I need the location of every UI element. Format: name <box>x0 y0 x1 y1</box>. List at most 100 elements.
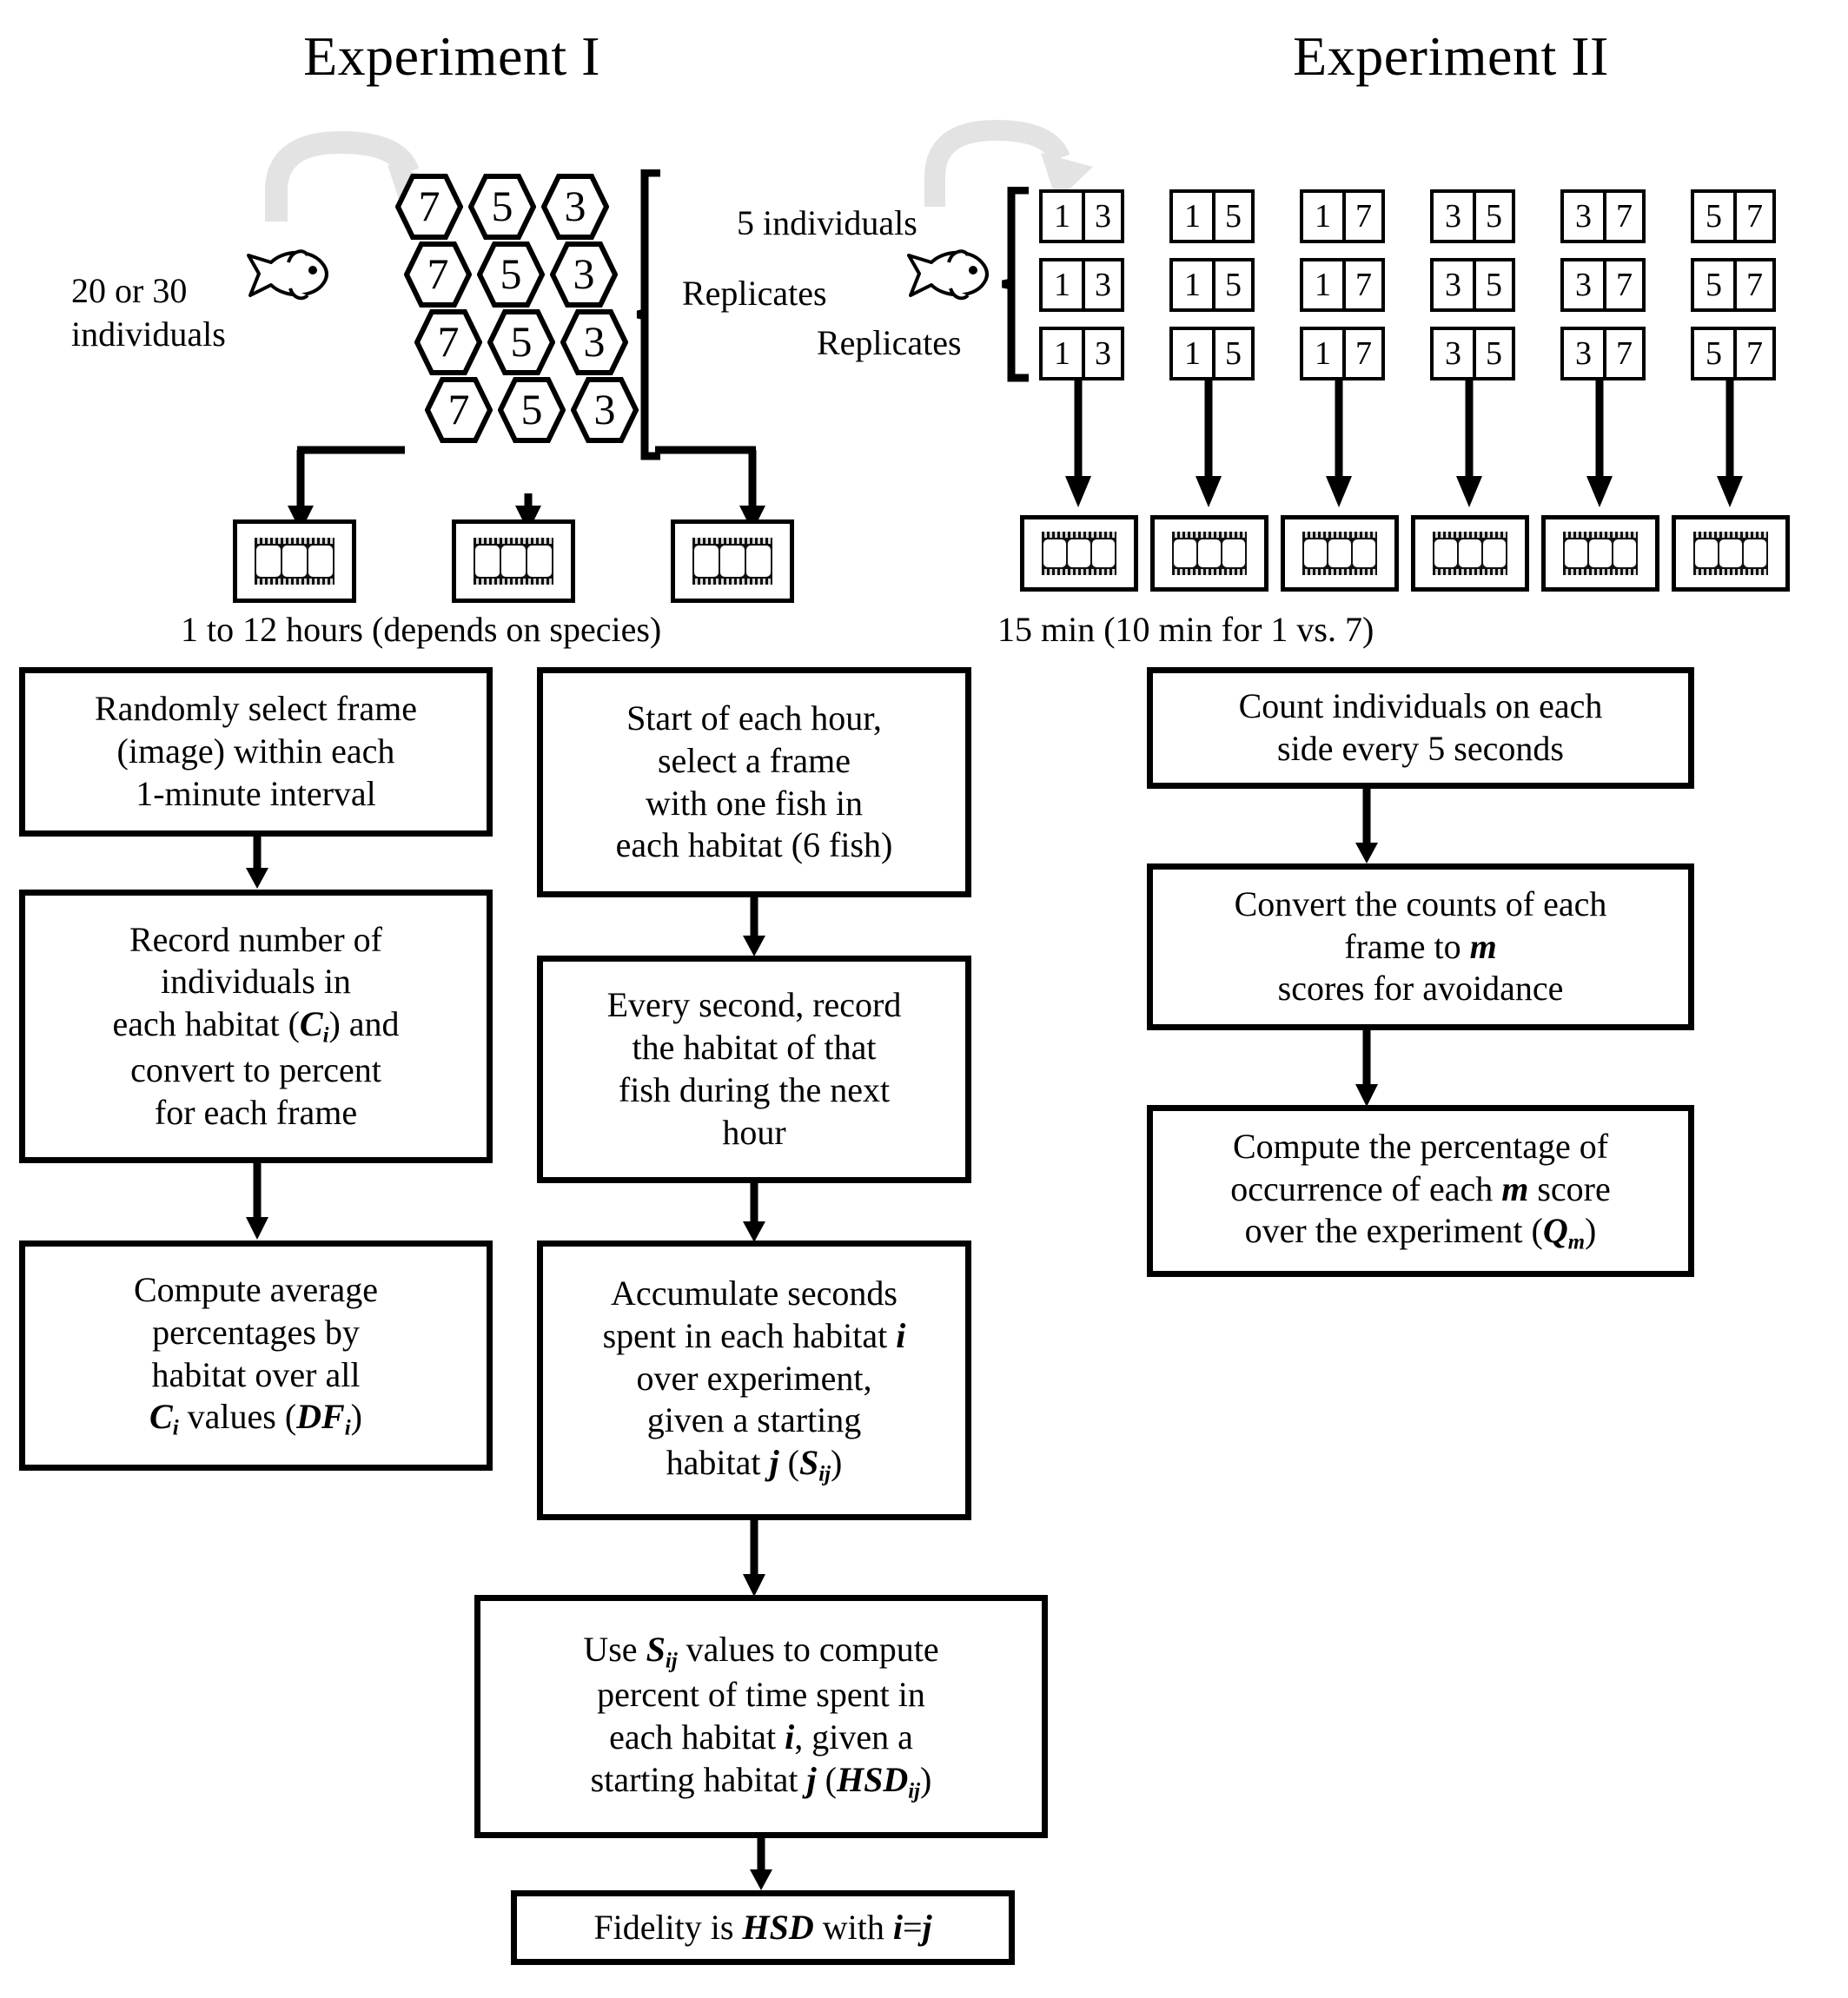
hexagon-cell[interactable]: 5 <box>468 174 536 240</box>
pair-cell: 7 <box>1342 330 1381 377</box>
pair-box[interactable]: 3 7 <box>1560 258 1646 312</box>
hexagon-cell[interactable]: 3 <box>560 309 628 375</box>
pair-box[interactable]: 3 5 <box>1430 258 1515 312</box>
exp2-recording-box[interactable] <box>1150 515 1268 592</box>
hexagon-cell[interactable]: 7 <box>414 309 482 375</box>
pair-box[interactable]: 1 3 <box>1039 258 1124 312</box>
pair-cell: 3 <box>1082 330 1121 377</box>
hexagon-value: 3 <box>593 385 616 433</box>
pair-cell: 1 <box>1054 198 1070 235</box>
film-strip-icon <box>474 538 553 585</box>
exp2-recording-box[interactable] <box>1672 515 1790 592</box>
hexagon-value: 5 <box>510 317 533 366</box>
flow-left-box-3-text: Compute average percentages by habitat o… <box>134 1269 378 1440</box>
flow-left-box-1[interactable]: Randomly select frame (image) within eac… <box>19 667 493 837</box>
exp1-source-line1: 20 or 30 <box>71 271 188 310</box>
exp2-duration-label: 15 min (10 min for 1 vs. 7) <box>997 610 1374 649</box>
hexagon-cell[interactable]: 3 <box>541 174 609 240</box>
exp1-distribution-connectors <box>130 400 825 539</box>
film-strip-icon <box>1433 532 1507 575</box>
flow-left-box-2[interactable]: Record number of individuals in each hab… <box>19 890 493 1163</box>
hexagon-value: 3 <box>583 317 606 366</box>
pair-cell: 7 <box>1603 261 1642 308</box>
hexagon-cell[interactable]: 3 <box>550 241 618 308</box>
hexagon-cell[interactable]: 7 <box>425 377 493 443</box>
pair-box[interactable]: 3 7 <box>1560 189 1646 243</box>
pair-box[interactable]: 3 5 <box>1430 189 1515 243</box>
pair-box[interactable]: 5 7 <box>1691 258 1776 312</box>
exp2-recording-box[interactable] <box>1541 515 1659 592</box>
pair-cell: 7 <box>1342 193 1381 240</box>
flow-middle-box-2[interactable]: Every second, record the habitat of that… <box>537 956 971 1183</box>
flow-middle-box-5-text: Fidelity is HSD with i=j <box>593 1907 932 1947</box>
flow-right-box-3[interactable]: Compute the percentage of occurrence of … <box>1147 1105 1694 1277</box>
hexagon-value: 7 <box>437 317 460 366</box>
pair-box[interactable]: 1 3 <box>1039 189 1124 243</box>
flow-middle-connector-4 <box>750 1838 772 1892</box>
exp2-recording-box[interactable] <box>1281 515 1399 592</box>
pair-box[interactable]: 1 5 <box>1169 327 1255 380</box>
pair-cell: 5 <box>1212 193 1251 240</box>
hexagon-cell[interactable]: 5 <box>477 241 545 308</box>
pair-cell: 1 <box>1315 198 1331 235</box>
pair-box[interactable]: 5 7 <box>1691 189 1776 243</box>
hexagon-cell[interactable]: 5 <box>487 309 555 375</box>
pair-cell: 1 <box>1054 335 1070 372</box>
flow-middle-connector-1 <box>743 897 765 958</box>
exp2-source-label: 5 individuals <box>737 203 917 242</box>
hexagon-cell[interactable]: 7 <box>404 241 472 308</box>
film-strip-icon <box>255 538 334 585</box>
pair-box[interactable]: 3 7 <box>1560 327 1646 380</box>
flow-middle-box-5[interactable]: Fidelity is HSD with i=j <box>511 1890 1015 1965</box>
fish-icon <box>902 245 997 302</box>
flow-middle-box-3[interactable]: Accumulate seconds spent in each habitat… <box>537 1240 971 1520</box>
flow-middle-box-4[interactable]: Use Sij values to compute percent of tim… <box>474 1595 1048 1838</box>
pair-cell: 3 <box>1445 198 1461 235</box>
flow-right-box-3-text: Compute the percentage of occurrence of … <box>1230 1126 1611 1254</box>
pair-cell: 1 <box>1184 267 1201 303</box>
pair-cell: 5 <box>1473 261 1512 308</box>
pair-box[interactable]: 1 7 <box>1300 327 1385 380</box>
exp1-recording-box[interactable] <box>671 519 794 603</box>
flow-left-box-1-text: Randomly select frame (image) within eac… <box>95 689 417 813</box>
pair-cell: 3 <box>1445 267 1461 303</box>
hexagon-cell[interactable]: 7 <box>395 174 463 240</box>
pair-box[interactable]: 1 5 <box>1169 258 1255 312</box>
flow-middle-connector-3 <box>743 1520 765 1598</box>
pair-box[interactable]: 1 7 <box>1300 258 1385 312</box>
pair-cell: 5 <box>1212 261 1251 308</box>
pair-box[interactable]: 1 5 <box>1169 189 1255 243</box>
pair-box[interactable]: 1 3 <box>1039 327 1124 380</box>
pair-cell: 5 <box>1706 335 1722 372</box>
pair-cell: 1 <box>1054 267 1070 303</box>
flow-right-connector-2 <box>1355 1030 1378 1108</box>
pair-cell: 7 <box>1342 261 1381 308</box>
pair-cell: 7 <box>1603 193 1642 240</box>
fish-icon <box>242 245 337 302</box>
exp2-recording-box[interactable] <box>1020 515 1138 592</box>
flow-middle-box-4-text: Use Sij values to compute percent of tim… <box>583 1629 939 1803</box>
pair-box[interactable]: 5 7 <box>1691 327 1776 380</box>
exp2-recording-box[interactable] <box>1411 515 1529 592</box>
exp1-recording-box[interactable] <box>233 519 356 603</box>
hexagon-value: 3 <box>573 249 595 298</box>
flow-middle-box-1[interactable]: Start of each hour, select a frame with … <box>537 667 971 897</box>
hexagon-cell[interactable]: 3 <box>571 377 639 443</box>
pair-cell: 3 <box>1575 198 1592 235</box>
pair-box[interactable]: 1 7 <box>1300 189 1385 243</box>
flow-left-box-3[interactable]: Compute average percentages by habitat o… <box>19 1240 493 1471</box>
pair-cell: 7 <box>1603 330 1642 377</box>
exp1-duration-label: 1 to 12 hours (depends on species) <box>181 610 662 649</box>
pair-cell: 1 <box>1184 335 1201 372</box>
pair-box[interactable]: 3 5 <box>1430 327 1515 380</box>
flow-left-connector-2 <box>246 1163 268 1241</box>
exp1-source-label: 20 or 30 individuals <box>71 269 297 356</box>
flow-right-box-2[interactable]: Convert the counts of each frame to m sc… <box>1147 863 1694 1030</box>
flow-right-box-1[interactable]: Count individuals on each side every 5 s… <box>1147 667 1694 789</box>
exp1-recording-box[interactable] <box>452 519 575 603</box>
hexagon-cell[interactable]: 5 <box>498 377 566 443</box>
flow-middle-connector-2 <box>743 1183 765 1244</box>
pair-cell: 3 <box>1575 335 1592 372</box>
exp1-replicates-bracket <box>636 169 676 460</box>
hexagon-value: 5 <box>491 182 513 230</box>
